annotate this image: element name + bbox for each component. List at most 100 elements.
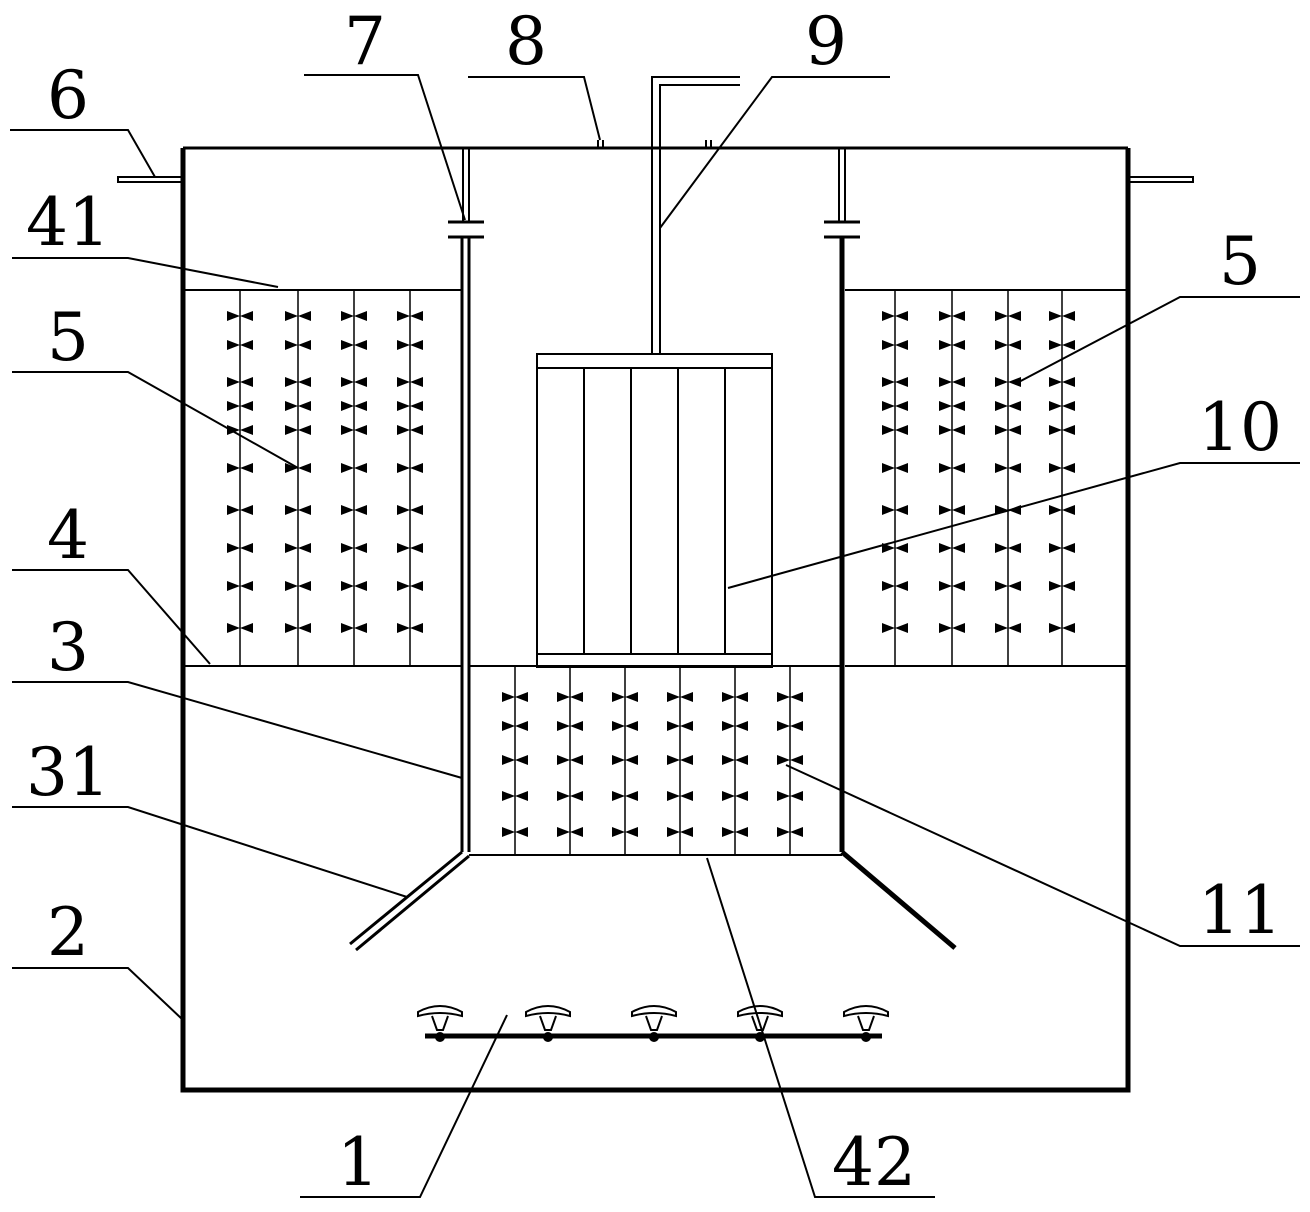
label-5-right: 5	[1219, 223, 1261, 300]
carrier-element	[227, 463, 253, 473]
carrier-element	[502, 827, 528, 837]
carrier-element	[285, 340, 311, 350]
label-7: 7	[344, 3, 386, 80]
carrier-element	[1049, 425, 1075, 435]
carrier-element	[667, 827, 693, 837]
carrier-element	[995, 377, 1021, 387]
carrier-element	[341, 581, 367, 591]
aeration-diffuser	[631, 1005, 677, 1031]
carrier-element	[882, 311, 908, 321]
carrier-element	[882, 401, 908, 411]
carrier-element	[667, 791, 693, 801]
carrier-element	[882, 623, 908, 633]
carrier-element	[1049, 463, 1075, 473]
carrier-element	[227, 623, 253, 633]
carrier-element	[285, 543, 311, 553]
carrier-element	[557, 721, 583, 731]
carrier-element	[939, 377, 965, 387]
carrier-element	[397, 425, 423, 435]
membrane-module	[536, 353, 773, 668]
part-labels: 6 7 8 9 41 5 5 10 4 3 31 11 2 1 42	[26, 3, 1282, 1201]
aeration-diffuser	[525, 1005, 571, 1031]
carrier-element	[995, 463, 1021, 473]
carrier-element	[995, 543, 1021, 553]
top-vents	[597, 140, 712, 149]
carrier-element	[939, 401, 965, 411]
central-feed-pipe	[651, 76, 740, 355]
carrier-element	[1049, 581, 1075, 591]
carrier-element	[341, 340, 367, 350]
label-1: 1	[337, 1124, 379, 1201]
carrier-element	[1049, 623, 1075, 633]
carrier-element	[939, 425, 965, 435]
label-6: 6	[47, 57, 89, 134]
carrier-element	[341, 377, 367, 387]
label-5-left: 5	[47, 299, 89, 376]
carrier-element	[341, 425, 367, 435]
label-11: 11	[1198, 872, 1282, 949]
carrier-element	[882, 543, 908, 553]
carrier-element	[667, 721, 693, 731]
carrier-element	[995, 340, 1021, 350]
carrier-element	[777, 721, 803, 731]
carrier-element	[667, 692, 693, 702]
carrier-element	[722, 692, 748, 702]
carrier-element	[397, 377, 423, 387]
carrier-element	[397, 581, 423, 591]
carrier-element	[995, 581, 1021, 591]
carrier-element	[1049, 311, 1075, 321]
carrier-element	[777, 755, 803, 765]
carrier-element	[1049, 505, 1075, 515]
carrier-element	[995, 425, 1021, 435]
carrier-strings-left	[227, 290, 423, 666]
carrier-element	[882, 463, 908, 473]
label-2: 2	[47, 894, 89, 971]
carrier-element	[939, 311, 965, 321]
carrier-element	[397, 543, 423, 553]
carrier-element	[612, 721, 638, 731]
carrier-element	[882, 377, 908, 387]
carrier-element	[227, 311, 253, 321]
carrier-element	[285, 401, 311, 411]
leader-lines	[10, 74, 1300, 1198]
carrier-element	[939, 505, 965, 515]
aeration-diffuser	[417, 1005, 463, 1031]
carrier-element	[612, 755, 638, 765]
carrier-strings-bottom	[502, 666, 803, 855]
aeration-diffuser	[737, 1005, 783, 1031]
carrier-element	[285, 505, 311, 515]
carrier-element	[502, 721, 528, 731]
carrier-element	[1049, 543, 1075, 553]
carrier-element	[1049, 401, 1075, 411]
carrier-element	[397, 623, 423, 633]
carrier-element	[397, 505, 423, 515]
diffuser-joint	[861, 1032, 871, 1042]
carrier-element	[882, 505, 908, 515]
carrier-element	[397, 401, 423, 411]
carrier-element	[341, 463, 367, 473]
carrier-element	[722, 721, 748, 731]
carrier-element	[341, 401, 367, 411]
carrier-grid-boundaries	[183, 289, 1128, 856]
carrier-element	[995, 623, 1021, 633]
carrier-element	[939, 581, 965, 591]
label-10: 10	[1198, 389, 1282, 466]
label-41: 41	[26, 184, 110, 261]
carrier-element	[777, 692, 803, 702]
label-4: 4	[47, 497, 89, 574]
carrier-element	[722, 827, 748, 837]
carrier-element	[612, 827, 638, 837]
carrier-element	[882, 340, 908, 350]
carrier-element	[397, 311, 423, 321]
carrier-element	[502, 692, 528, 702]
carrier-element	[557, 791, 583, 801]
carrier-element	[995, 401, 1021, 411]
carrier-element	[502, 755, 528, 765]
carrier-element	[227, 340, 253, 350]
tank-outer-wall	[180, 146, 1131, 1093]
carrier-element	[557, 692, 583, 702]
diffuser-joint	[543, 1032, 553, 1042]
carrier-element	[341, 623, 367, 633]
carrier-element	[777, 791, 803, 801]
